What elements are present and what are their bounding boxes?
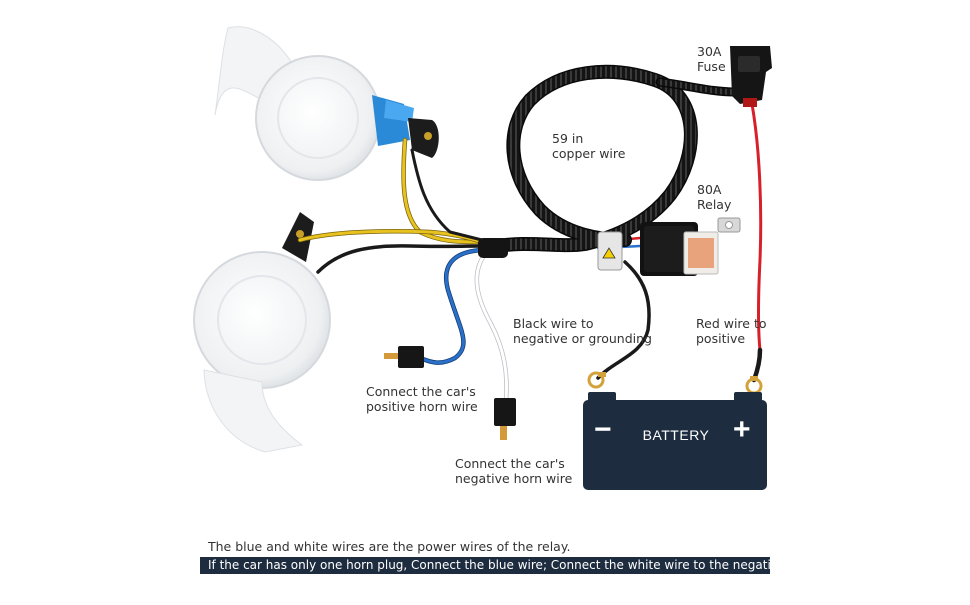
- copper-wire-label: 59 in copper wire: [552, 131, 625, 161]
- negative-ring-terminal: [587, 371, 606, 389]
- negative-horn-label-line1: Connect the car's: [455, 456, 565, 471]
- red-wire-label: Red wire to positive: [696, 316, 767, 346]
- black-wire-label-line1: Black wire to: [513, 316, 594, 331]
- relay-label-line2: Relay: [697, 197, 732, 212]
- battery-label: BATTERY: [642, 427, 710, 443]
- battery-plus-sign: +: [733, 413, 751, 446]
- fuse-label-line2: Fuse: [697, 59, 726, 74]
- relay-label: 80A Relay: [697, 182, 731, 212]
- fuse-label: 30A Fuse: [697, 44, 726, 74]
- lower-horn: [193, 212, 331, 453]
- positive-horn-label-line1: Connect the car's: [366, 384, 476, 399]
- relay-label-line1: 80A: [697, 182, 722, 197]
- positive-horn-label-line2: positive horn wire: [366, 399, 478, 414]
- relay: [597, 217, 741, 276]
- positive-horn-label: Connect the car's positive horn wire: [366, 384, 478, 414]
- positive-ring-terminal: [745, 376, 763, 395]
- fuse-label-line1: 30A: [697, 44, 722, 59]
- caption-single-plug: If the car has only one horn plug, Conne…: [200, 557, 770, 574]
- red-wire-label-line1: Red wire to: [696, 316, 767, 331]
- positive-horn-connector: [384, 346, 424, 368]
- black-wire-label-line2: negative or grounding: [513, 331, 652, 346]
- red-wire-label-line2: positive: [696, 331, 746, 346]
- negative-horn-connector: [494, 398, 516, 440]
- upper-horn: [214, 26, 439, 181]
- copper-wire-label-line1: 59 in: [552, 131, 584, 146]
- black-wire-label: Black wire to negative or grounding: [513, 316, 652, 346]
- copper-wire-label-line2: copper wire: [552, 146, 626, 161]
- caption-power-wires: The blue and white wires are the power w…: [208, 539, 571, 554]
- harness-junction: [478, 238, 508, 258]
- negative-horn-label-line2: negative horn wire: [455, 471, 573, 486]
- battery-minus-sign: −: [594, 413, 612, 446]
- negative-horn-label: Connect the car's negative horn wire: [455, 456, 572, 486]
- signal-wires: [297, 102, 763, 403]
- copper-wire-harness: [483, 64, 740, 254]
- fuse-holder: [730, 46, 772, 107]
- battery: [583, 392, 767, 490]
